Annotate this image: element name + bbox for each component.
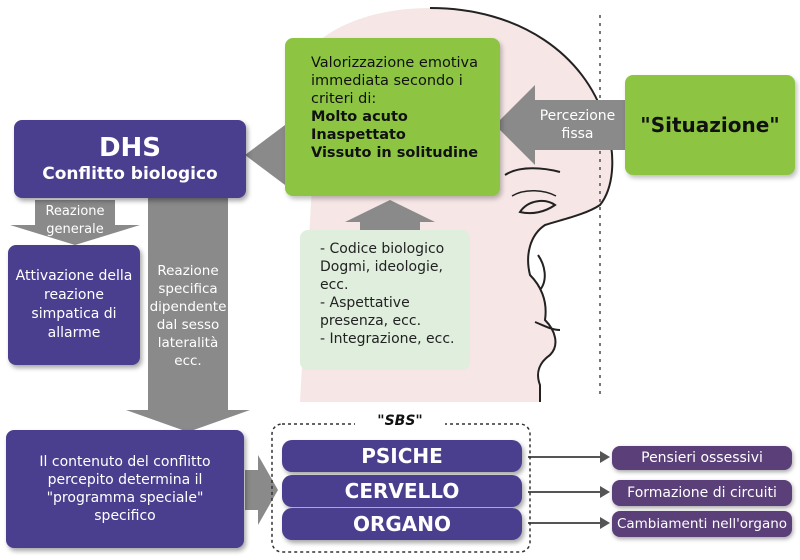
filter-line: - Aspettative (320, 295, 410, 311)
content-label: Il contenuto del conflitto percepito det… (39, 454, 211, 524)
sbs-level-organ: ORGANO (282, 508, 522, 540)
filter-line: - Integrazione, ecc. (320, 331, 455, 347)
filter-line: presenza, ecc. (320, 313, 422, 329)
output-circuit-formation: Formazione di circuiti (612, 480, 792, 506)
situation-box: "Situazione" (625, 75, 795, 175)
sbs-level-label: PSICHE (361, 444, 443, 468)
sbs-level-brain: CERVELLO (282, 475, 522, 507)
sbs-container (271, 423, 531, 553)
filter-line: - Codice biologico (320, 241, 445, 257)
specific-reaction-label: Reazione specifica dipendente dal sesso … (149, 263, 227, 369)
sbs-level-psyche: PSICHE (282, 440, 522, 472)
general-reaction-label: Reazione generale (45, 204, 105, 237)
valuation-criterion: Vissuto in solitudine (311, 145, 479, 161)
valuation-intro: Valorizzazione emotiva immediata secondo… (311, 55, 479, 107)
output-label: Cambiamenti nell'organo (616, 516, 788, 532)
situation-label: "Situazione" (640, 113, 780, 137)
specific-reaction-arrow (126, 198, 250, 432)
filters-box: - Codice biologico Dogmi, ideologie, ecc… (300, 230, 470, 370)
valuation-criterion: Molto acuto (311, 109, 408, 125)
filter-line: ecc. (320, 277, 349, 293)
dhs-title: DHS (98, 133, 162, 163)
output-organ-changes: Cambiamenti nell'organo (612, 511, 792, 537)
content-to-sbs-arrow (245, 455, 278, 525)
sbs-level-label: ORGANO (352, 512, 452, 536)
content-box: Il contenuto del conflitto percepito det… (6, 430, 244, 548)
sbs-level-label: CERVELLO (344, 479, 460, 503)
valuation-box: Valorizzazione emotiva immediata secondo… (285, 38, 500, 196)
filters-up-arrow (345, 200, 435, 230)
output-label: Formazione di circuiti (627, 485, 777, 501)
perception-arrow (495, 85, 625, 165)
dhs-box: DHS Conflitto biologico (14, 120, 246, 198)
output-obsessive-thoughts: Pensieri ossessivi (612, 446, 792, 470)
sbs-title: "SBS" (355, 413, 445, 429)
dhs-subtitle: Conflitto biologico (42, 164, 218, 184)
output-label: Pensieri ossessivi (641, 450, 763, 466)
alarm-label: Attivazione della reazione simpatica di … (15, 268, 133, 341)
valuation-to-dhs-arrow (245, 125, 290, 185)
valuation-criterion: Inaspettato (311, 127, 406, 143)
filter-line: Dogmi, ideologie, (320, 259, 443, 275)
general-reaction-arrow (10, 200, 140, 245)
perception-label: Percezione fissa (539, 108, 616, 142)
alarm-box: Attivazione della reazione simpatica di … (8, 245, 140, 365)
